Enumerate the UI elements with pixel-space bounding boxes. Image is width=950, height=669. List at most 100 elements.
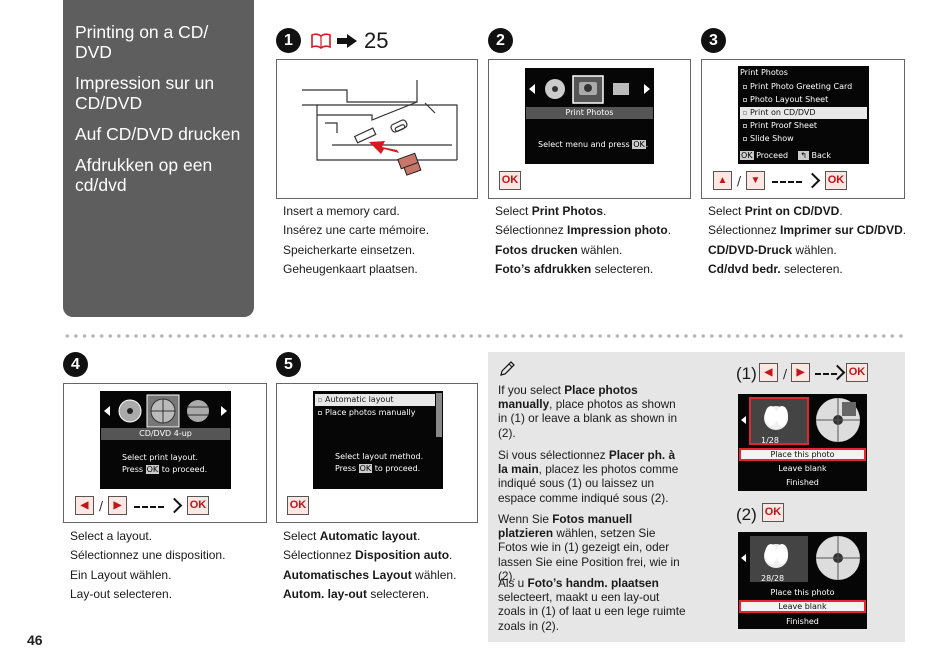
ok-button[interactable]: OK	[762, 503, 784, 522]
printer-memory-card-illustration	[302, 80, 458, 176]
step-1-text-fr: Insérez une carte mémoire.	[283, 223, 430, 238]
lcd-icon-row	[529, 75, 650, 104]
step-2-text-nl: Foto’s afdrukken selecteren.	[495, 261, 654, 276]
note-box: If you select Place photos manually, pla…	[488, 352, 905, 642]
page-reference: 25	[364, 28, 389, 53]
ok-button[interactable]: OK	[825, 171, 847, 190]
note-text-en: If you select Place photos manually, pla…	[498, 383, 678, 440]
note-text-de: Wenn Sie Fotos manuell platzieren wählen…	[498, 512, 680, 583]
up-button[interactable]: ▲	[713, 171, 732, 190]
lcd-photo-preview	[741, 397, 860, 445]
lcd-menu-item: Place photos manually	[315, 407, 435, 419]
step-5-text-de: Automatisches Layout wählen.	[283, 567, 457, 582]
lcd-screen-layout-method: Automatic layout Place photos manually S…	[313, 391, 443, 489]
ok-button[interactable]: OK	[499, 171, 521, 190]
left-button[interactable]: ◀	[759, 363, 778, 382]
step-3-illustration: Print Photos Print Photo Greeting Card P…	[701, 59, 905, 199]
step-5-number: 5	[276, 352, 301, 377]
lcd-menu-item: Photo Layout Sheet	[740, 94, 867, 106]
step-3-number: 3	[701, 28, 726, 53]
lcd-menu-item: Slide Show	[740, 133, 867, 145]
step-3-text: Select Print on CD/DVD. Sélectionnez Imp…	[708, 202, 906, 279]
slash-separator: /	[737, 174, 742, 188]
example-2-label: (2)	[736, 505, 757, 524]
step-1-number: 1	[276, 28, 301, 53]
step-3-text-de: CD/DVD-Druck wählen.	[708, 242, 837, 257]
lcd-screen-cd-layout: CD/DVD 4-up Select print layout. Press O…	[100, 391, 231, 489]
lcd-screen-print-photos: Print Photos Select menu and press OK.	[525, 68, 654, 164]
right-button[interactable]: ▶	[791, 363, 810, 382]
lcd-menu-item: Print Photo Greeting Card	[740, 81, 867, 93]
step-1-text-nl: Geheugenkaart plaatsen.	[283, 261, 418, 276]
lcd-scrollbar	[436, 393, 442, 437]
lcd-screen-leave-blank: 28/28 Place this photo Leave blank Finis…	[738, 532, 867, 629]
arrow-head-icon	[166, 497, 183, 514]
lcd-message-line1: Select layout method.	[335, 452, 424, 461]
left-button[interactable]: ◀	[75, 496, 94, 515]
example-1-label: (1)	[736, 364, 757, 383]
slash-separator: /	[99, 499, 104, 513]
lcd-menu-item: Print Proof Sheet	[740, 120, 867, 132]
step-4-number: 4	[63, 352, 88, 377]
ok-button[interactable]: OK	[287, 496, 309, 515]
title-en: Printing on a CD/ DVD	[75, 22, 209, 62]
step-1-text: Insert a memory card. Insérez une carte …	[283, 202, 429, 279]
step-4-text-fr: Sélectionnez une disposition.	[70, 548, 226, 563]
lcd-message: Select menu and press OK.	[538, 140, 649, 149]
pencil-note-icon	[500, 361, 515, 376]
step-5-illustration: Automatic layout Place photos manually S…	[276, 383, 478, 523]
step-4-illustration: CD/DVD 4-up Select print layout. Press O…	[63, 383, 267, 523]
step-5-text-nl: Autom. lay-out selecteren.	[283, 586, 430, 601]
step-2-text-en: Select Print Photos.	[495, 204, 607, 218]
dashed-arrow	[772, 181, 802, 183]
step-4-text-de: Ein Layout wählen.	[70, 567, 172, 582]
step-2-illustration: Print Photos Select menu and press OK. O…	[488, 59, 691, 199]
lcd-screen-place-photo: 1/28 Place this photo Leave blank Finish…	[738, 394, 867, 491]
photo-counter: 28/28	[761, 574, 785, 583]
lcd-message-line1: Select print layout.	[122, 453, 199, 462]
title-fr: Impression sur un CD/DVD	[75, 73, 215, 113]
step-5-text: Select Automatic layout. Sélectionnez Di…	[283, 527, 456, 604]
down-button[interactable]: ▼	[746, 171, 765, 190]
step-1-text-de: Speicherkarte einsetzen.	[283, 242, 416, 257]
lcd-option: Leave blank	[778, 464, 827, 473]
step-5-text-en: Select Automatic layout.	[283, 529, 421, 543]
title-de: Auf CD/DVD drucken	[75, 124, 241, 144]
lcd-menu-header: Print Photos	[740, 68, 788, 77]
lcd-option: Finished	[786, 478, 819, 487]
lcd-layout-title: CD/DVD 4-up	[101, 428, 230, 440]
step-2-text-de: Fotos drucken wählen.	[495, 242, 623, 257]
dashed-arrow	[134, 506, 164, 508]
lcd-option: Finished	[786, 617, 819, 626]
lcd-menu-item-selected: Print on CD/DVD	[740, 107, 867, 119]
lcd-option: Place this photo	[770, 588, 835, 597]
lcd-option-selected: Place this photo	[739, 448, 866, 461]
dashed-arrow	[815, 373, 837, 375]
step-5-text-fr: Sélectionnez Disposition auto.	[283, 548, 453, 563]
section-title-box: Printing on a CD/ DVD Impression sur un …	[63, 0, 254, 317]
step-1-illustration	[276, 59, 478, 199]
title-nl: Afdrukken op een cd/dvd	[75, 155, 213, 195]
lcd-message-line2: Press OK to proceed.	[335, 464, 421, 473]
step-3-text-nl: Cd/dvd bedr. selecteren.	[708, 261, 843, 276]
ok-button[interactable]: OK	[846, 363, 868, 382]
note-text-nl: Als u Foto’s handm. plaatsen selecteert,…	[498, 576, 686, 633]
arrow-head-icon	[804, 172, 821, 189]
lcd-option-selected: Leave blank	[739, 600, 866, 613]
photo-counter: 1/28	[761, 436, 779, 445]
step-2-text-fr: Sélectionnez Impression photo.	[495, 223, 672, 238]
slash-separator: /	[783, 367, 788, 381]
back-icon: ↰	[798, 151, 809, 160]
lcd-photo-preview	[741, 536, 860, 582]
step-1-text-en: Insert a memory card.	[283, 204, 400, 218]
page-number: 46	[27, 632, 43, 648]
right-button[interactable]: ▶	[108, 496, 127, 515]
step-4-text-en: Select a layout.	[70, 529, 153, 543]
step-4-text: Select a layout. Sélectionnez une dispos…	[70, 527, 225, 604]
ok-button[interactable]: OK	[187, 496, 209, 515]
step-3-text-fr: Sélectionnez Imprimer sur CD/DVD.	[708, 223, 907, 238]
lcd-menu-item-selected: Automatic layout	[315, 394, 435, 406]
step-3-text-en: Select Print on CD/DVD.	[708, 204, 843, 218]
dotted-separator	[63, 334, 905, 338]
step-4-text-nl: Lay-out selecteren.	[70, 586, 173, 601]
